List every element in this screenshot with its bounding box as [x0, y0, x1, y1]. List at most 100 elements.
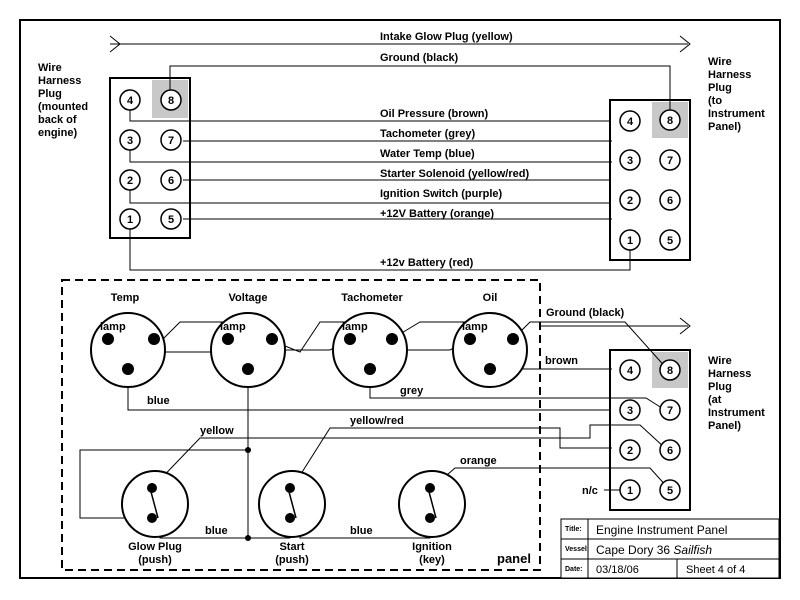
gauge-terminals — [102, 333, 519, 375]
start-subtitle: (push) — [275, 554, 309, 566]
pin-label: 3 — [627, 405, 633, 417]
panel-label: panel — [497, 551, 531, 566]
tach-title: Tachometer — [341, 292, 403, 304]
title-value: Engine Instrument Panel — [596, 523, 727, 537]
oil-gauge — [452, 312, 528, 388]
battery-orange-label: +12V Battery (orange) — [380, 208, 494, 220]
right-plug-top-pins — [619, 109, 681, 251]
voltage-title: Voltage — [229, 292, 268, 304]
pin-label: 4 — [627, 365, 634, 377]
sheet-value: Sheet 4 of 4 — [686, 564, 745, 576]
pin-label: 2 — [627, 445, 633, 457]
oil-pressure-label: Oil Pressure (brown) — [380, 108, 489, 120]
glow-plug-title: Glow Plug — [128, 541, 182, 553]
switch-titles: Glow Plug (push) Start (push) Ignition (… — [128, 541, 452, 566]
blue-label-2: blue — [205, 525, 228, 537]
right-plug-bottom-pins — [619, 359, 681, 501]
vessel-label: Vessel: — [565, 546, 589, 553]
nc-label: n/c — [582, 485, 598, 497]
pin-3 — [119, 129, 141, 151]
lamp-label: lamp — [462, 321, 488, 333]
switch-terminals — [147, 483, 435, 523]
ground-label: Ground (black) — [380, 52, 459, 64]
pin-label: 8 — [667, 365, 673, 377]
lamp-label: lamp — [342, 321, 368, 333]
pin-2 — [119, 169, 141, 191]
starter-label: Starter Solenoid (yellow/red) — [380, 168, 529, 180]
title-label: Title: — [565, 526, 582, 533]
pin-8 — [160, 89, 182, 111]
lamp-label: lamp — [220, 321, 246, 333]
junction-dot — [245, 447, 251, 453]
pin-6 — [160, 169, 182, 191]
top-wires — [129, 65, 671, 271]
pin-label: 1 — [627, 485, 633, 497]
pin-label: 8 — [168, 95, 174, 107]
pin-5 — [160, 208, 182, 230]
pin-label: 6 — [667, 195, 673, 207]
pin-label: 6 — [667, 445, 673, 457]
switches — [121, 470, 466, 538]
pin-label: 5 — [667, 485, 673, 497]
pin-1 — [119, 208, 141, 230]
battery-red-label: +12v Battery (red) — [380, 257, 474, 269]
pin-label: 3 — [627, 155, 633, 167]
date-label: Date: — [565, 566, 583, 573]
brown-label: brown — [545, 355, 578, 367]
yellow-red-label: yellow/red — [350, 415, 404, 427]
pin-label: 5 — [667, 235, 673, 247]
left-plug-pin-labels: 4 8 3 7 2 6 1 5 — [127, 95, 174, 226]
pin-label: 4 — [127, 95, 134, 107]
grey-label: grey — [400, 385, 424, 397]
right-plug-bottom-pin-labels: 4 8 3 7 2 6 1 5 — [627, 365, 673, 497]
pin-4 — [119, 89, 141, 111]
junction-dot — [245, 535, 251, 541]
ignition-subtitle: (key) — [419, 554, 445, 566]
start-title: Start — [279, 541, 304, 553]
temp-title: Temp — [111, 292, 140, 304]
ignition-title: Ignition — [412, 541, 452, 553]
pin-label: 7 — [667, 405, 673, 417]
intake-arrow-head — [679, 35, 691, 53]
lamp-labels: lamp lamp lamp lamp — [100, 321, 488, 333]
switch-levers — [149, 487, 437, 519]
pin-label: 1 — [627, 235, 633, 247]
pin-label: 8 — [667, 115, 673, 127]
pin-label: 5 — [168, 214, 174, 226]
tachometer-gauge — [332, 312, 408, 388]
page-border — [19, 19, 781, 579]
water-temp-label: Water Temp (blue) — [380, 148, 475, 160]
yellow-label: yellow — [200, 425, 234, 437]
pin-label: 2 — [127, 175, 133, 187]
vessel-value: Cape Dory 36 Sailfish — [596, 543, 712, 557]
pin-label: 7 — [168, 135, 174, 147]
ignition-label: Ignition Switch (purple) — [380, 188, 503, 200]
pin-label: 2 — [627, 195, 633, 207]
date-value: 03/18/06 — [596, 564, 639, 576]
gauges — [90, 312, 528, 388]
orange-label: orange — [460, 455, 497, 467]
glow-plug-subtitle: (push) — [138, 554, 172, 566]
gauge-titles: Temp Voltage Tachometer Oil — [111, 292, 498, 304]
ground-lower-label: Ground (black) — [546, 307, 625, 319]
blue-label: blue — [147, 395, 170, 407]
pin-7 — [160, 129, 182, 151]
pin-label: 1 — [127, 214, 133, 226]
lamp-label: lamp — [100, 321, 126, 333]
pin-label: 3 — [127, 135, 133, 147]
ground-lower-arrow — [679, 317, 691, 335]
title-block — [560, 518, 780, 579]
intake-label: Intake Glow Plug (yellow) — [380, 31, 513, 43]
tachometer-label: Tachometer (grey) — [380, 128, 475, 140]
blue-label-3: blue — [350, 525, 373, 537]
pin-label: 6 — [168, 175, 174, 187]
temp-gauge — [90, 312, 166, 388]
oil-title: Oil — [483, 292, 498, 304]
pin-label: 7 — [667, 155, 673, 167]
intake-arrow-tail — [109, 35, 121, 53]
voltage-gauge — [210, 312, 286, 388]
